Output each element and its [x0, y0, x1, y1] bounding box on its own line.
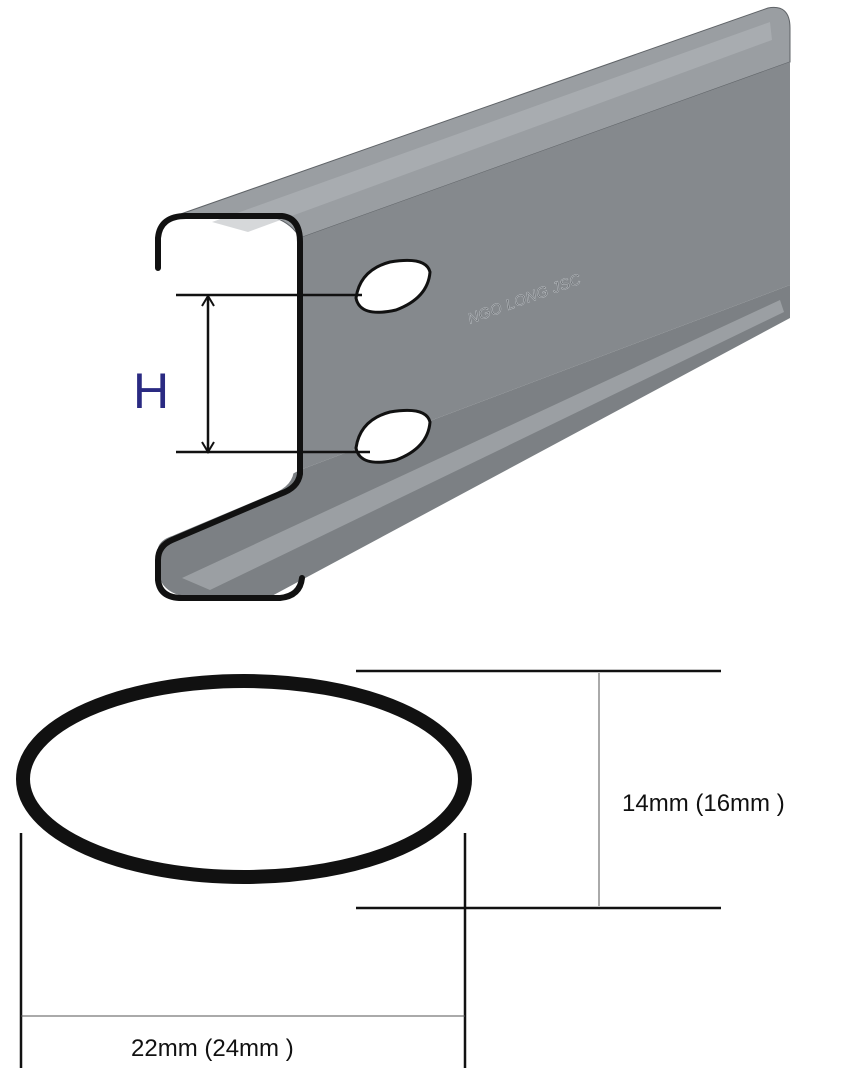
- h-label: H: [133, 363, 169, 419]
- upper-slot-hole: [354, 258, 432, 314]
- channel-bottom-highlight: [182, 300, 784, 590]
- channel-inner-shadow: [172, 236, 294, 536]
- h-arrow-top: [201, 294, 215, 307]
- h-dimension: H: [133, 293, 370, 454]
- width-label: 22mm (24mm ): [131, 1035, 294, 1062]
- slot-detail: 14mm (16mm ) 22mm (24mm ): [16, 669, 785, 1068]
- channel-profile-outline: [155, 213, 305, 601]
- channel-web: [300, 62, 790, 470]
- channel-top-highlight: [212, 22, 772, 232]
- slot-outline: [16, 674, 472, 884]
- lower-slot-hole: [354, 408, 432, 464]
- h-arrow-bottom: [201, 441, 215, 454]
- strut-channel: NGO LONG JSC: [155, 6, 791, 601]
- height-label: 14mm (16mm ): [622, 790, 785, 817]
